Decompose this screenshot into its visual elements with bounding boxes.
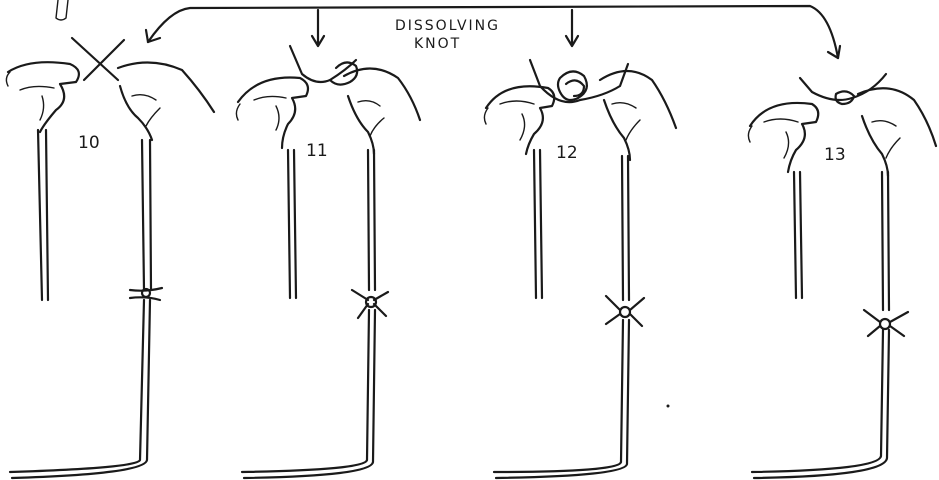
left-hand xyxy=(750,103,818,172)
crossed-strands xyxy=(290,46,356,82)
right-cord xyxy=(10,140,151,478)
right-hand xyxy=(344,68,420,154)
right-hand xyxy=(118,62,214,140)
right-cord xyxy=(752,172,889,478)
left-hand-detail xyxy=(236,96,286,130)
left-cord xyxy=(288,150,296,298)
partial-strands-top-left xyxy=(56,0,68,20)
left-hand-detail xyxy=(6,72,54,120)
knot-loop-inner xyxy=(566,80,584,96)
strand-arc xyxy=(800,74,886,100)
left-hand xyxy=(238,78,308,149)
knot-node xyxy=(880,319,890,329)
left-hand xyxy=(486,86,554,154)
knot-node xyxy=(366,297,376,307)
right-hand-detail xyxy=(612,103,640,140)
left-cord xyxy=(534,150,542,298)
panel-13: 13 xyxy=(748,74,936,478)
panel-label: 11 xyxy=(306,141,328,161)
arrow-to-panel-13 xyxy=(828,46,840,58)
right-hand xyxy=(600,71,676,160)
left-hand xyxy=(8,62,79,132)
right-hand-detail xyxy=(132,95,160,126)
left-cord xyxy=(38,130,48,300)
loop xyxy=(330,62,357,84)
left-hand-detail xyxy=(484,101,534,140)
arrow-to-panel-12 xyxy=(566,10,578,46)
right-hand-detail xyxy=(358,101,384,136)
right-hand-detail xyxy=(872,121,900,158)
stray-dot xyxy=(667,405,670,408)
arrow-to-panel-11 xyxy=(312,10,324,46)
panel-10: 10 xyxy=(6,38,214,478)
left-hand-detail xyxy=(748,119,798,158)
right-cord xyxy=(242,150,375,478)
panel-label: 12 xyxy=(556,143,578,163)
right-hand xyxy=(858,88,936,176)
title-line-1: DISSOLVING xyxy=(395,18,500,34)
panel-label: 13 xyxy=(824,145,846,165)
binding-knot xyxy=(864,310,908,336)
left-cord xyxy=(794,172,802,298)
binding-knot xyxy=(606,296,644,326)
panel-label: 10 xyxy=(78,133,100,153)
title-line-2: KNOT xyxy=(414,36,461,52)
panel-12: 12 xyxy=(484,60,676,478)
panel-11: 11 xyxy=(236,46,420,478)
right-cord xyxy=(494,156,629,478)
knot-node xyxy=(620,307,630,317)
